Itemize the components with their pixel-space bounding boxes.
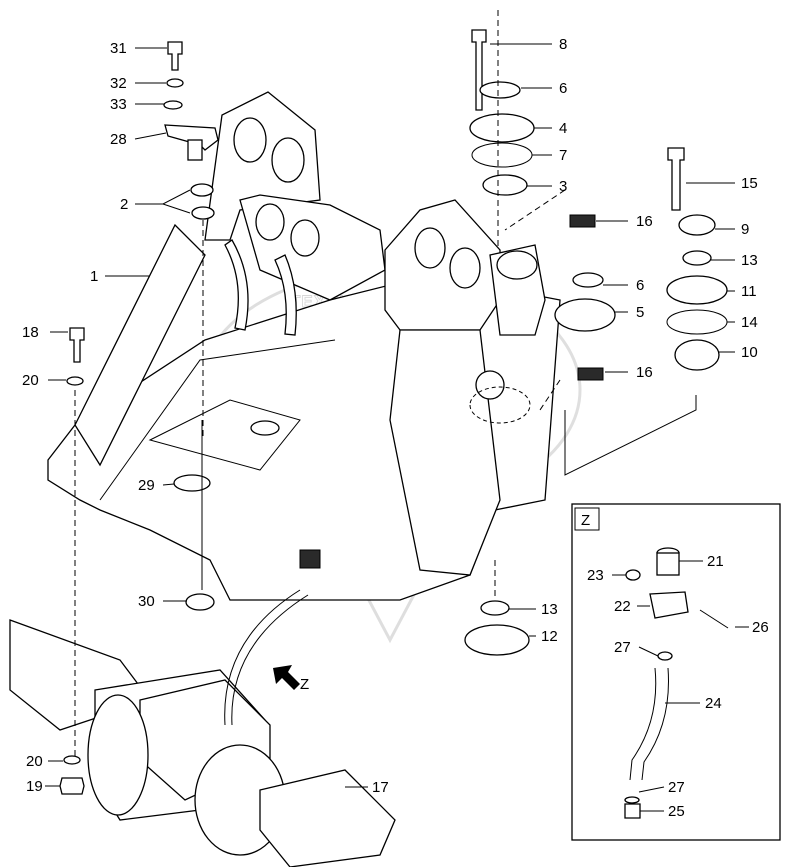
view-z-arrow [273, 665, 300, 690]
callout-24: 24 [705, 695, 722, 712]
callout-1: 1 [90, 268, 98, 285]
callout-26: 26 [752, 619, 769, 636]
leader-lines [45, 43, 749, 812]
callout-20-lower: 20 [26, 753, 43, 770]
callout-18: 18 [22, 324, 39, 341]
callout-31: 31 [110, 40, 127, 57]
lower-kingpin-stack [464, 600, 530, 656]
left-fasteners [59, 41, 219, 795]
callout-19: 19 [26, 778, 43, 795]
callout-21: 21 [707, 553, 724, 570]
callout-14: 14 [741, 314, 758, 331]
callout-2: 2 [120, 196, 128, 213]
callout-7: 7 [559, 147, 567, 164]
alignment-lines [74, 10, 697, 760]
callout-28: 28 [110, 131, 127, 148]
callout-27-lower: 27 [668, 779, 685, 796]
callout-10: 10 [741, 344, 758, 361]
callout-5: 5 [636, 304, 644, 321]
detail-view-z: Z [571, 503, 781, 841]
callout-32: 32 [110, 75, 127, 92]
callout-6-lower: 6 [636, 277, 644, 294]
callout-3: 3 [559, 178, 567, 195]
upper-kingpin-stack [469, 29, 616, 381]
callout-8: 8 [559, 36, 567, 53]
callout-30: 30 [138, 593, 155, 610]
callout-17: 17 [372, 779, 389, 796]
callout-23: 23 [587, 567, 604, 584]
callout-13-lower: 13 [541, 601, 558, 618]
callout-15: 15 [741, 175, 758, 192]
callout-25: 25 [668, 803, 685, 820]
callout-6-upper: 6 [559, 80, 567, 97]
right-kingpin-stack [666, 147, 728, 371]
view-z-arrow-label: Z [300, 676, 309, 693]
callout-11: 11 [741, 283, 757, 300]
callout-9: 9 [741, 221, 749, 238]
callout-12: 12 [541, 628, 558, 645]
callout-16-lower: 16 [636, 364, 653, 381]
callout-13-upper: 13 [741, 252, 758, 269]
callout-33: 33 [110, 96, 127, 113]
axle-assembly [9, 589, 396, 867]
callout-4: 4 [559, 120, 567, 137]
callout-29: 29 [138, 477, 155, 494]
loader-frame [47, 91, 561, 601]
detail-view-marker: Z [581, 512, 590, 529]
callout-20-upper: 20 [22, 372, 39, 389]
callout-labels: 31 32 33 28 2 1 18 20 29 30 20 19 8 6 4 … [22, 36, 769, 820]
callout-27-upper: 27 [614, 639, 631, 656]
callout-16-upper: 16 [636, 213, 653, 230]
callout-22: 22 [614, 598, 631, 615]
